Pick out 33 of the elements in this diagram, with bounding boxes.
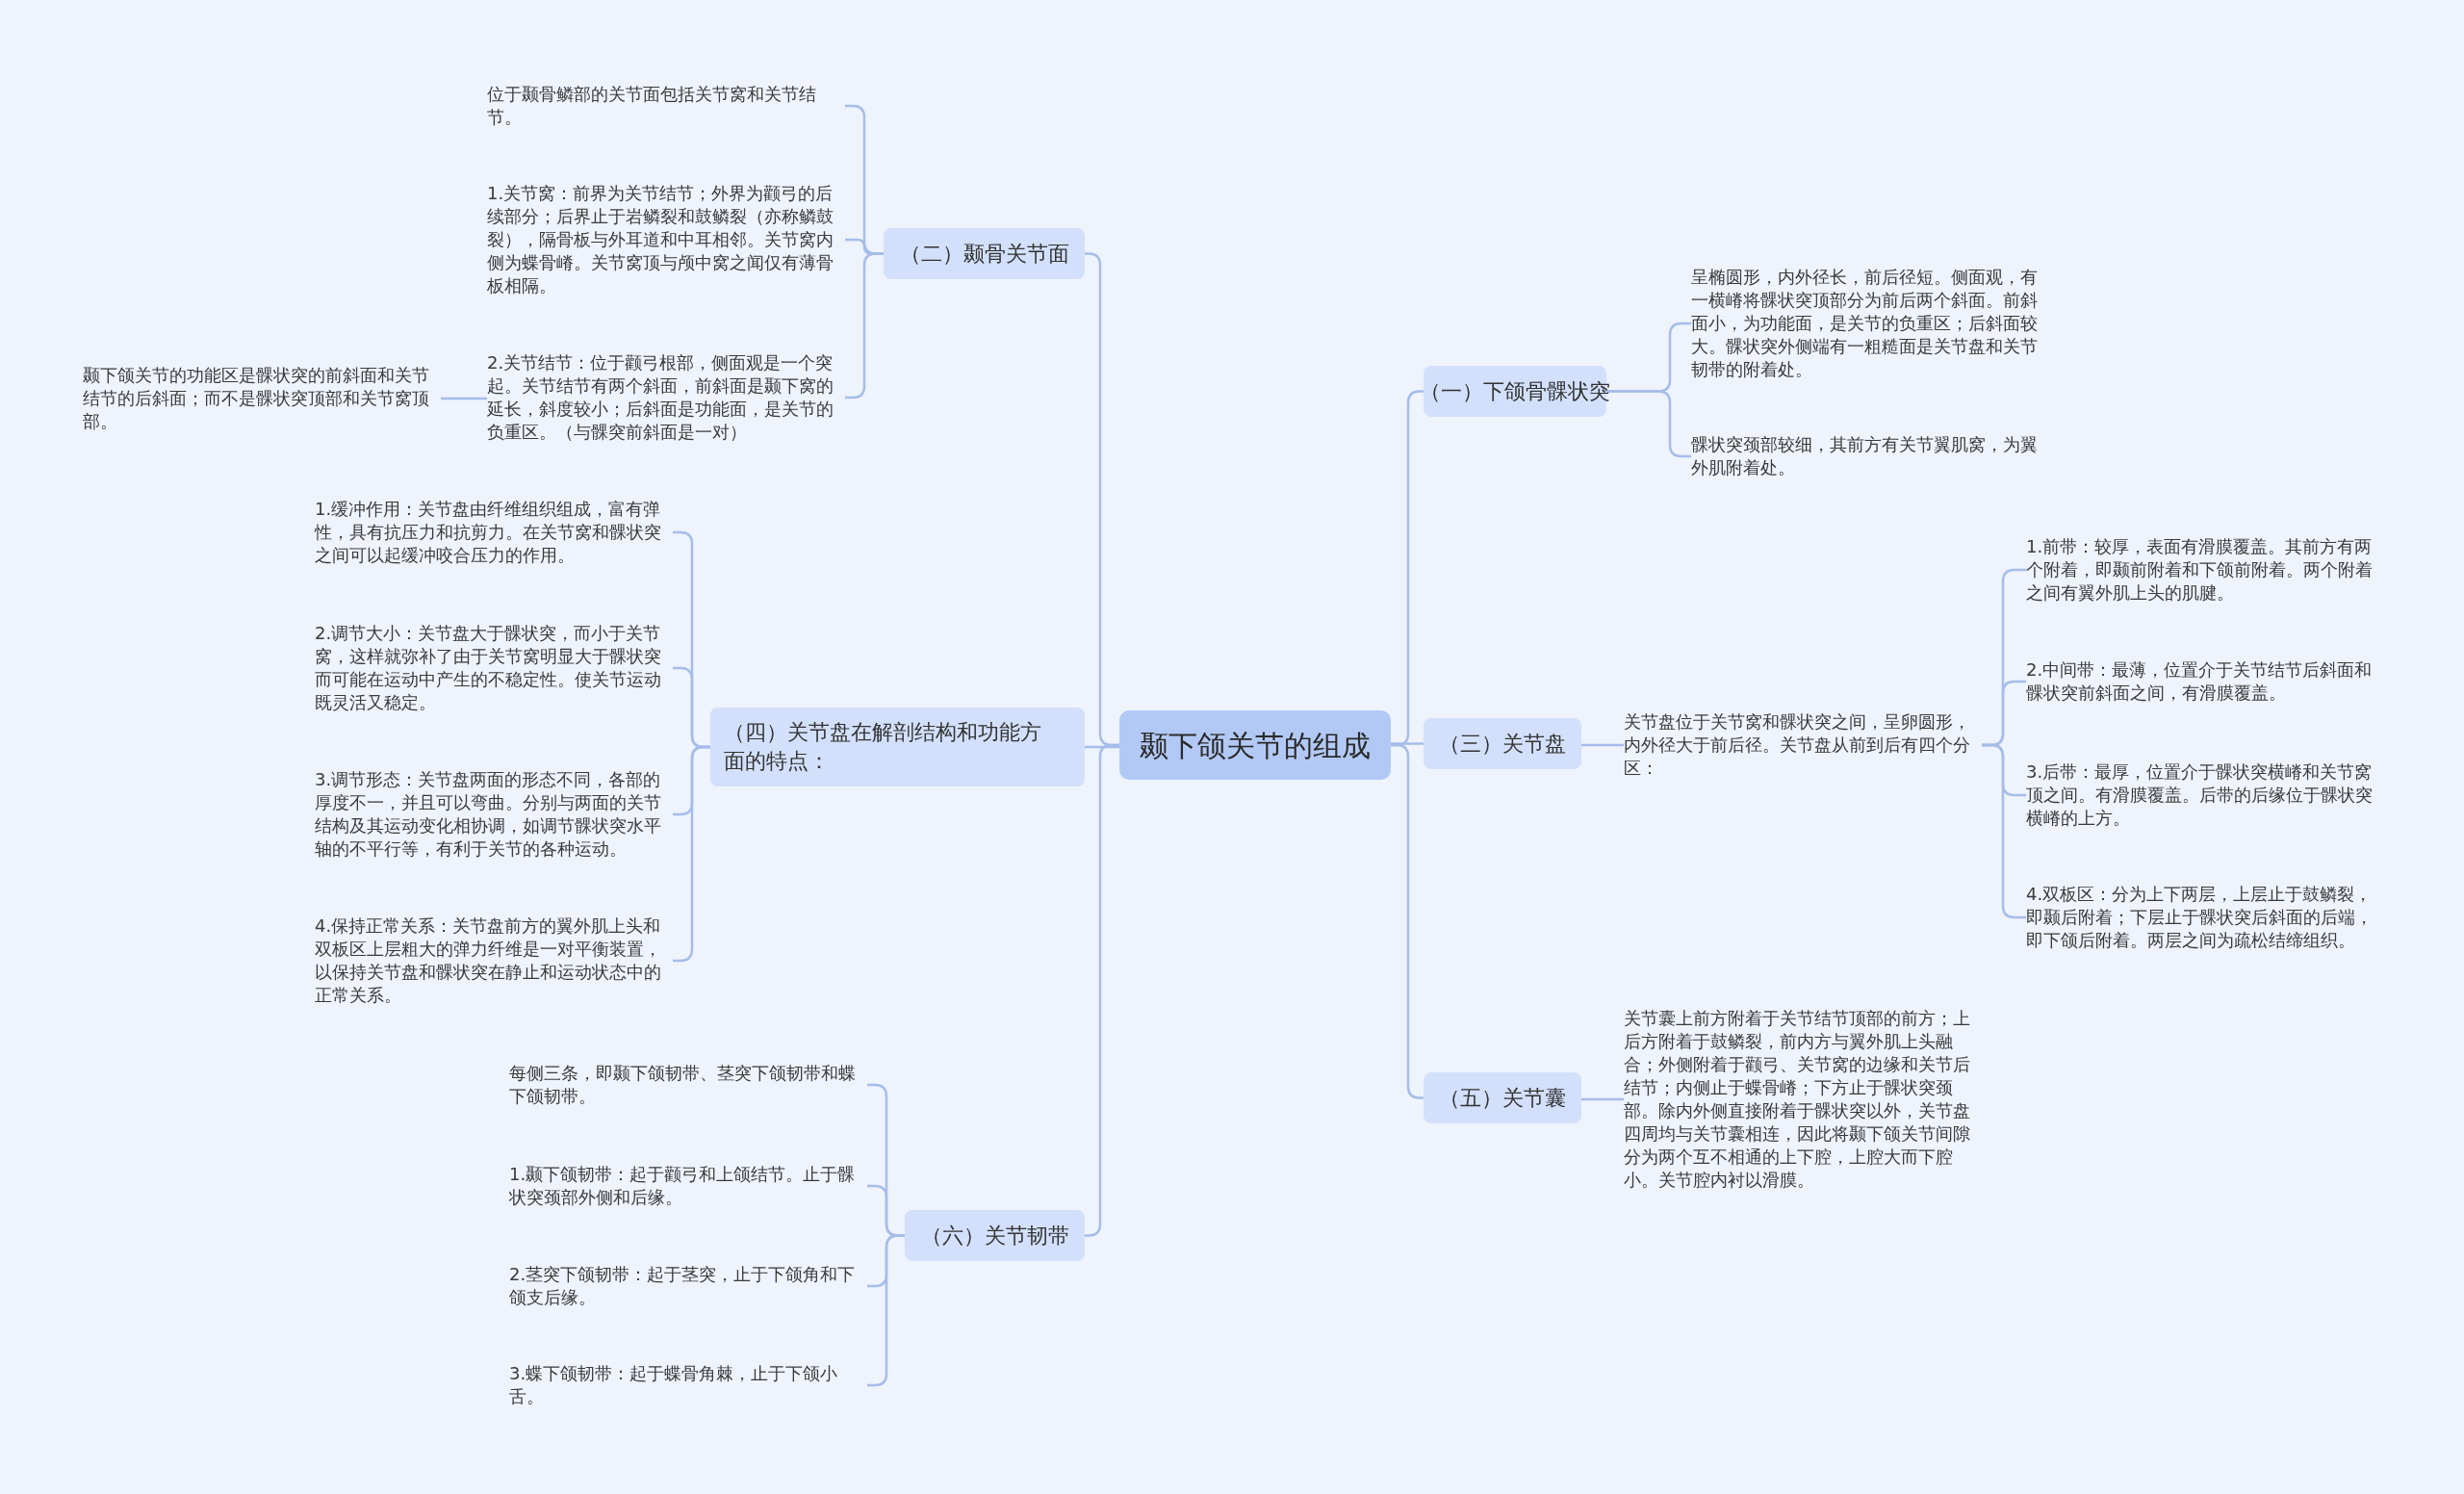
note-text: 2.关节结节：位于颧弓根部，侧面观是一个突起。关节结节有两个斜面，前斜面是颞下窝的延长，斜度较小；后斜面是功能面，是关节的负重区。（与髁突前斜面是一对）: [487, 351, 845, 444]
note-text: 颞下颌关节的功能区是髁状突的前斜面和关节结节的后斜面；而不是髁状突顶部和关节窝顶部。: [83, 364, 441, 433]
note-text: 髁状突颈部较细，其前方有关节翼肌窝，为翼外肌附着处。: [1691, 433, 2049, 479]
note-text: 4.保持正常关系：关节盘前方的翼外肌上头和双板区上层粗大的弹力纤维是一对平衡装置，以保持关节盘和髁状突在静止和运动状态中的正常关系。: [315, 914, 673, 1007]
central-topic: 颞下颌关节的组成: [1119, 710, 1391, 780]
note-text: 1.前带：较厚，表面有滑膜覆盖。其前方有两个附着，即颞前附着和下颌前附着。两个附着之间有翼外肌上头的肌腱。: [2026, 535, 2384, 605]
note-text: 1.关节窝：前界为关节结节；外界为颧弓的后续部分；后界止于岩鳞裂和鼓鳞裂（亦称鳞鼓裂），隔骨板与外耳道和中耳相邻。关节窝内侧为蝶骨嵴。关节窝顶与颅中窝之闻仅有薄骨板相隔。: [487, 182, 845, 297]
note-text: 1.颞下颌韧带：起于颧弓和上颌结节。止于髁状突颈部外侧和后缘。: [509, 1163, 867, 1209]
connector-line: [1391, 743, 1424, 1099]
note-text: 4.双板区：分为上下两层，上层止于鼓鳞裂，即颞后附着；下层止于髁状突后斜面的后端，即下颌后附着。两层之间为疏松结缔组织。: [2026, 883, 2384, 952]
note-text: 2.茎突下颌韧带：起于茎突，止于下颌角和下颌支后缘。: [509, 1263, 867, 1309]
branch-topic: （四）关节盘在解剖结构和功能方面的特点：: [710, 708, 1085, 786]
note-text: 每侧三条，即颞下颌韧带、茎突下颌韧带和蝶下颌韧带。: [509, 1062, 867, 1108]
note-text: 位于颞骨鳞部的关节面包括关节窝和关节结节。: [487, 83, 845, 129]
connector-line: [1581, 743, 1624, 747]
note-text: 呈椭圆形，内外径长，前后径短。侧面观，有一横嵴将髁状突顶部分为前后两个斜面。前斜面小，为功能面，是关节的负重区；后斜面较大。髁状突外侧端有一粗糙面是关节盘和关节韧带的附着处。: [1691, 266, 2049, 381]
note-text: 3.蝶下颌韧带：起于蝶骨角棘，止于下颌小舌。: [509, 1362, 867, 1408]
branch-topic: （五）关节囊: [1424, 1072, 1581, 1123]
connector-line: [1085, 745, 1119, 749]
branch-topic: （三）关节盘: [1424, 718, 1581, 769]
note-text: 2.中间带：最薄，位置介于关节结节后斜面和髁状突前斜面之间，有滑膜覆盖。: [2026, 658, 2384, 705]
note-text: 2.调节大小：关节盘大于髁状突，而小于关节窝，这样就弥补了由于关节窝明显大于髁状突而可能在运动中产生的不稳定性。使关节运动既灵活又稳定。: [315, 622, 673, 714]
connector-line: [1391, 742, 1424, 745]
note-text: 关节囊上前方附着于关节结节顶部的前方；上后方附着于鼓鳞裂，前内方与翼外肌上头融合；外侧附着于颧弓、关节窝的边缘和关节后结节；内侧止于蝶骨嵴；下方止于髁状突颈部。除内外侧直接附着于髁状突以外，关节盘四周均与关节囊相连，因此将颞下颌关节间隙分为两个互不相通的上下腔，上腔大而下腔小。关节腔内衬以滑膜。: [1624, 1007, 1982, 1192]
branch-topic: （六）关节韧带: [905, 1210, 1085, 1261]
branch-topic: （二）颞骨关节面: [884, 228, 1085, 279]
note-text: 1.缓冲作用：关节盘由纤维组织组成，富有弹性，具有抗压力和抗剪力。在关节窝和髁状突之间可以起缓冲咬合压力的作用。: [315, 498, 673, 567]
note-text: 关节盘位于关节窝和髁状突之间，呈卵圆形，内外径大于前后径。关节盘从前到后有四个分区：: [1624, 710, 1982, 780]
connector-line: [1581, 1097, 1624, 1101]
connector-line: [441, 397, 487, 400]
connector-line: [1085, 743, 1119, 1237]
note-text: 3.后带：最厚，位置介于髁状突横嵴和关节窝顶之间。有滑膜覆盖。后带的后缘位于髁状突横嵴的上方。: [2026, 760, 2384, 830]
note-text: 3.调节形态：关节盘两面的形态不同，各部的厚度不一，并且可以弯曲。分别与两面的关节结构及其运动变化相协调，如调节髁状突水平轴的不平行等，有利于关节的各种运动。: [315, 768, 673, 861]
